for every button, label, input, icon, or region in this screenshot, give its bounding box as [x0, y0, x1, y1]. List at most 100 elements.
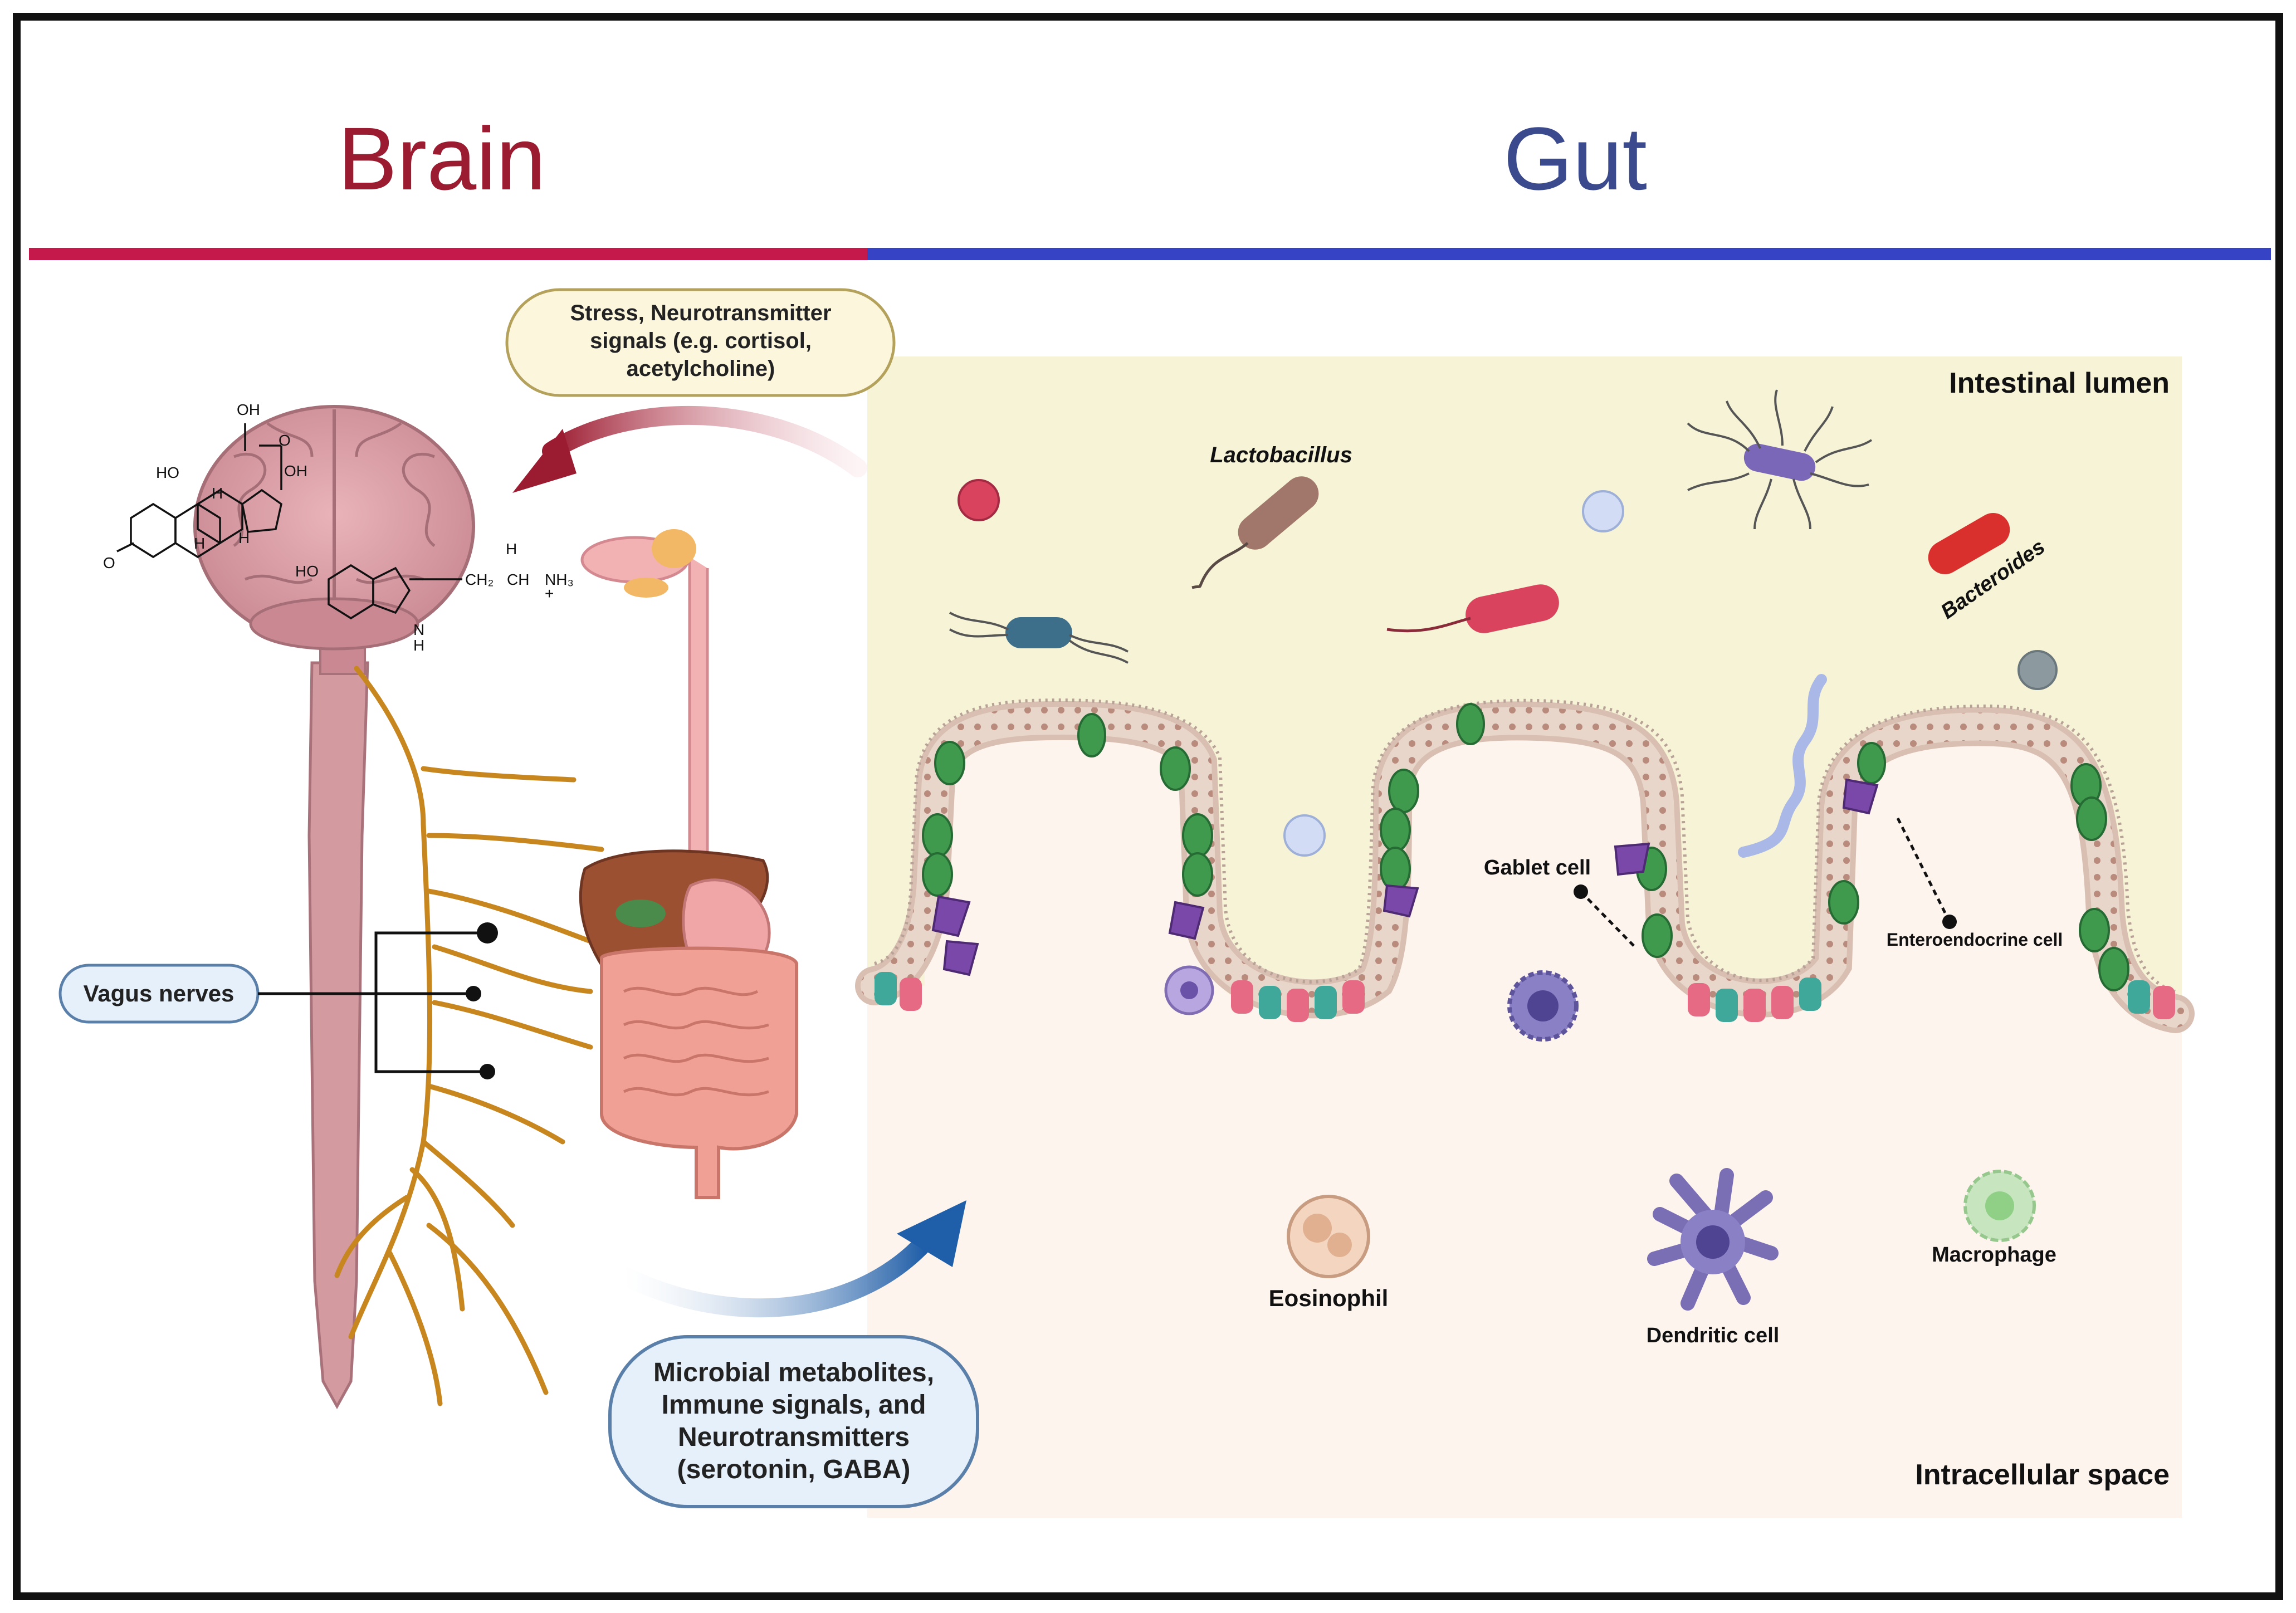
stress-signals-line-1: Stress, Neurotransmitter — [570, 301, 831, 325]
enteroendocrine-cell — [1383, 884, 1419, 918]
crypt-cell — [1716, 989, 1738, 1022]
stress-signals-line-2: signals (e.g. cortisol, — [590, 329, 812, 353]
coccus-blue — [1582, 490, 1624, 532]
svg-text:O: O — [279, 432, 291, 449]
immune-cells — [1164, 965, 2036, 1311]
svg-text:H: H — [506, 540, 517, 558]
spinal-cord — [307, 661, 369, 1410]
goblet-cell — [1380, 808, 1411, 852]
lactobacillus-label: Lactobacillus — [1210, 443, 1352, 467]
crypt-cell — [2128, 980, 2150, 1014]
gut-to-brain-red-arrow-shaft — [542, 405, 867, 477]
vagus-connector-dot — [477, 922, 498, 944]
goblet-cell — [922, 852, 953, 897]
svg-text:CH₂: CH₂ — [465, 571, 494, 588]
red-spiky-bacterium — [1386, 584, 1559, 633]
crypt-cell — [1688, 983, 1710, 1016]
dendritic-cell-label: Dendritic cell — [1647, 1324, 1780, 1347]
enteroendocrine-cell — [931, 895, 971, 937]
svg-text:H: H — [212, 485, 223, 502]
digestive-tract — [579, 529, 798, 1199]
stress-signals-callout — [505, 288, 896, 397]
brain-to-gut-blue-arrowhead — [897, 1200, 966, 1267]
goblet-cell — [2076, 796, 2107, 841]
vagus-connector-dot — [466, 986, 481, 1001]
enteroendocrine-cell — [1168, 901, 1205, 940]
lactobacillus-bacterium — [1191, 476, 1319, 589]
gut-to-brain-red-arrowhead — [512, 429, 577, 493]
goblet-cell — [1857, 742, 1886, 784]
coccus-blue-2 — [1283, 814, 1326, 857]
microbial-signals-line-1: Microbial metabolites, — [653, 1358, 934, 1387]
macrophage-label: Macrophage — [1932, 1243, 2056, 1267]
cortisol-molecule — [116, 423, 282, 559]
crypt-cell — [1771, 986, 1794, 1019]
goblet-cell — [934, 741, 965, 785]
svg-text:N: N — [413, 621, 424, 638]
enteroendocrine-cell-label: Enteroendocrine cell — [1887, 930, 2063, 950]
svg-text:HO: HO — [156, 464, 179, 481]
goblet-cell — [1182, 852, 1213, 897]
goblet-cell — [2098, 947, 2129, 991]
microbial-signals-line-3: Neurotransmitters — [678, 1423, 910, 1452]
crypt-cell — [1743, 989, 1766, 1022]
intestines — [600, 946, 798, 1199]
gut-divider-bar — [867, 248, 2271, 260]
gallbladder — [615, 900, 666, 927]
goblet-cell — [1456, 703, 1485, 745]
svg-text:H: H — [194, 535, 205, 552]
serotonin-molecule — [328, 564, 462, 620]
enteroendocrine-cell — [942, 940, 979, 976]
svg-text:HO: HO — [295, 563, 319, 580]
microbial-signals-callout — [608, 1335, 979, 1508]
microbial-signals-line-2: Immune signals, and — [662, 1390, 926, 1420]
purple-flagellated-bacterium — [1687, 389, 1873, 530]
crypt-cell — [1342, 980, 1365, 1014]
goblet-cell-leader — [1580, 891, 1636, 948]
brain-title: Brain — [338, 109, 546, 208]
goblet-cell — [922, 813, 953, 858]
crypt-cell — [1259, 986, 1281, 1019]
svg-text:O: O — [103, 554, 115, 571]
brain-divider-bar — [29, 248, 867, 260]
crypt-cell — [1799, 977, 1821, 1011]
stress-signals-line-3: acetylcholine) — [627, 356, 775, 381]
intracellular-space-label: Intracellular space — [1915, 1459, 2170, 1491]
intestinal-lumen-label: Intestinal lumen — [1949, 367, 2170, 399]
brain-to-gut-blue-arrow-shaft — [614, 1233, 934, 1318]
crypt-cell — [2153, 986, 2175, 1019]
crypt-cell — [900, 977, 922, 1011]
spirochete-bacterium — [1738, 674, 1827, 858]
svg-text:+: + — [545, 585, 554, 602]
flagellated-rod-bacterium — [949, 612, 1129, 664]
svg-text:CH: CH — [507, 571, 529, 588]
goblet-cell — [1077, 713, 1106, 757]
bacteroides-bacterium — [1928, 513, 2010, 574]
crypt-cell — [1231, 980, 1253, 1014]
brain-illustration — [193, 405, 475, 651]
vagus-connector-dot — [480, 1064, 495, 1079]
serotonin-labels: HO CH₂ CH NH₃ + H N H — [295, 540, 574, 654]
goblet-cell — [1160, 746, 1191, 791]
eosinophil-label: Eosinophil — [1269, 1285, 1389, 1311]
goblet-cells — [922, 703, 2129, 991]
goblet-cell — [1828, 880, 1859, 925]
vagus-connector-lines — [258, 931, 487, 1073]
coccus-red — [958, 479, 1000, 521]
goblet-cell — [1642, 913, 1673, 958]
svg-text:H: H — [238, 529, 250, 546]
crypt-cells — [875, 972, 2175, 1022]
enteroendocrine-cells — [931, 778, 1879, 976]
enteroendocrine-cell — [1842, 778, 1879, 815]
cortisol-labels: OH HO OH O H H H O — [103, 401, 307, 571]
svg-text:NH₃: NH₃ — [545, 571, 574, 588]
microbial-signals-line-4: (serotonin, GABA) — [677, 1455, 911, 1484]
crypt-cell — [875, 972, 897, 1005]
crypt-cell — [1287, 989, 1309, 1022]
goblet-cell-label: Gablet cell — [1484, 856, 1591, 879]
dendritic-cell — [1647, 1168, 1779, 1311]
goblet-cell — [1388, 769, 1419, 813]
goblet-cell — [1182, 813, 1213, 858]
vagus-nerves-label: Vagus nerves — [84, 980, 235, 1006]
